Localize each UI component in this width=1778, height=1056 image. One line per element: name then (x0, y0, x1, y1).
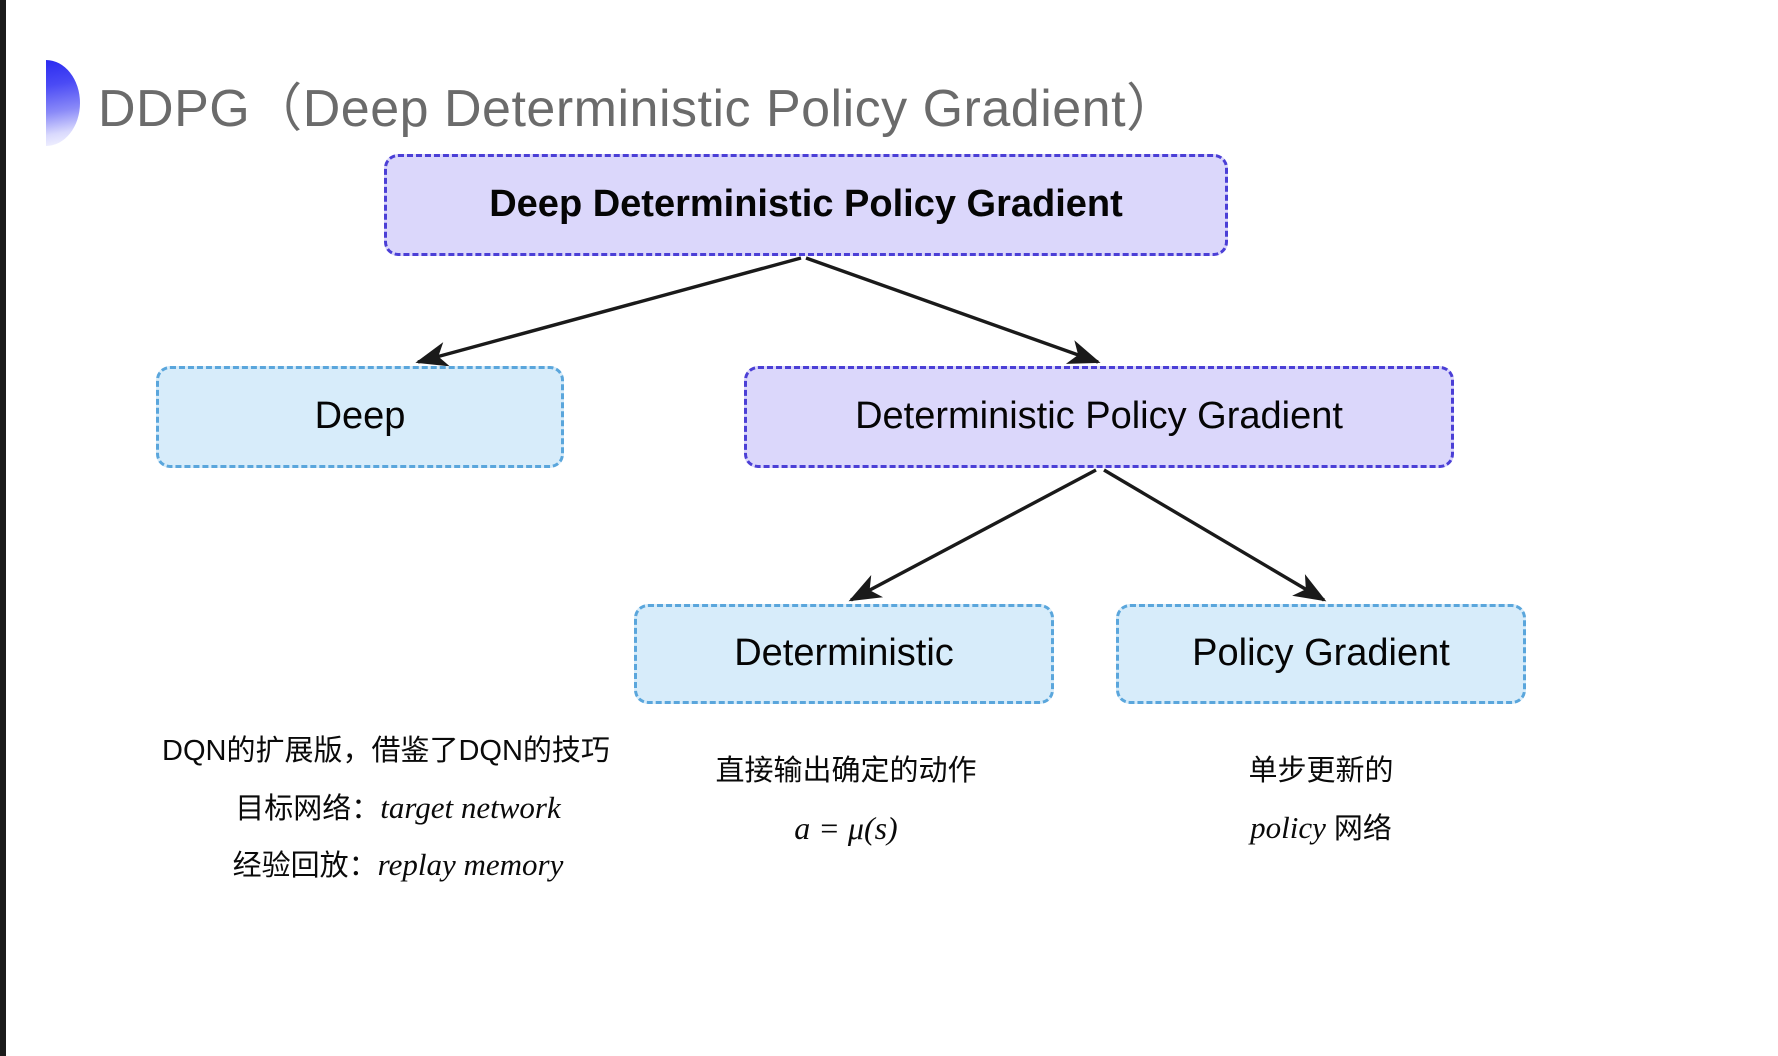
caption-deep-line2-term: target network (380, 789, 561, 825)
caption-deterministic-formula: a = μ(s) (794, 809, 898, 846)
diagram-node-policy-gradient[interactable]: Policy Gradient (1116, 604, 1526, 704)
caption-policy-gradient: 单步更新的 policy 网络 (1126, 745, 1516, 856)
caption-deterministic-line1: 直接输出确定的动作 (715, 755, 977, 787)
edge-dpg-to-deterministic (848, 468, 1097, 602)
node-label: Deterministic (734, 632, 954, 675)
caption-policy-gradient-suffix: 网络 (1325, 812, 1392, 845)
diagram-node-deterministic-policy-gradient[interactable]: Deterministic Policy Gradient (744, 366, 1454, 468)
slide-title-row: DDPG（Deep Deterministic Policy Gradient） (46, 58, 1179, 148)
caption-deep-line2: 目标网络：target network (126, 779, 646, 837)
caption-deep-line2-label: 目标网络： (235, 792, 381, 825)
diagram-node-deep[interactable]: Deep (156, 366, 564, 468)
node-label: Deterministic Policy Gradient (855, 395, 1343, 438)
node-label: Policy Gradient (1192, 632, 1450, 675)
caption-policy-gradient-line1: 单步更新的 (1248, 755, 1394, 787)
caption-policy-gradient-term: policy (1250, 809, 1326, 845)
caption-deep-line3-term: replay memory (377, 847, 564, 883)
node-label: Deep Deterministic Policy Gradient (489, 183, 1123, 226)
diagram-node-root[interactable]: Deep Deterministic Policy Gradient (384, 154, 1228, 256)
half-circle-gradient-icon (46, 60, 80, 146)
edge-dpg-to-policy-gradient (1103, 468, 1327, 602)
caption-deterministic: 直接输出确定的动作 a = μ(s) (646, 745, 1046, 858)
caption-deep-line3: 经验回放：replay memory (126, 836, 646, 894)
caption-deep: DQN的扩展版，借鉴了DQN的技巧 目标网络：target network 经验… (126, 725, 646, 894)
node-label: Deep (314, 395, 406, 438)
caption-deep-line1: DQN的扩展版，借鉴了DQN的技巧 (162, 735, 610, 767)
caption-policy-gradient-line2: policy 网络 (1126, 799, 1516, 857)
diagram-node-deterministic[interactable]: Deterministic (634, 604, 1054, 704)
edge-root-to-dpg (805, 256, 1101, 364)
page-title: DDPG（Deep Deterministic Policy Gradient） (98, 79, 1179, 138)
edge-root-to-deep (415, 256, 802, 367)
caption-deep-line3-label: 经验回放： (232, 850, 378, 883)
